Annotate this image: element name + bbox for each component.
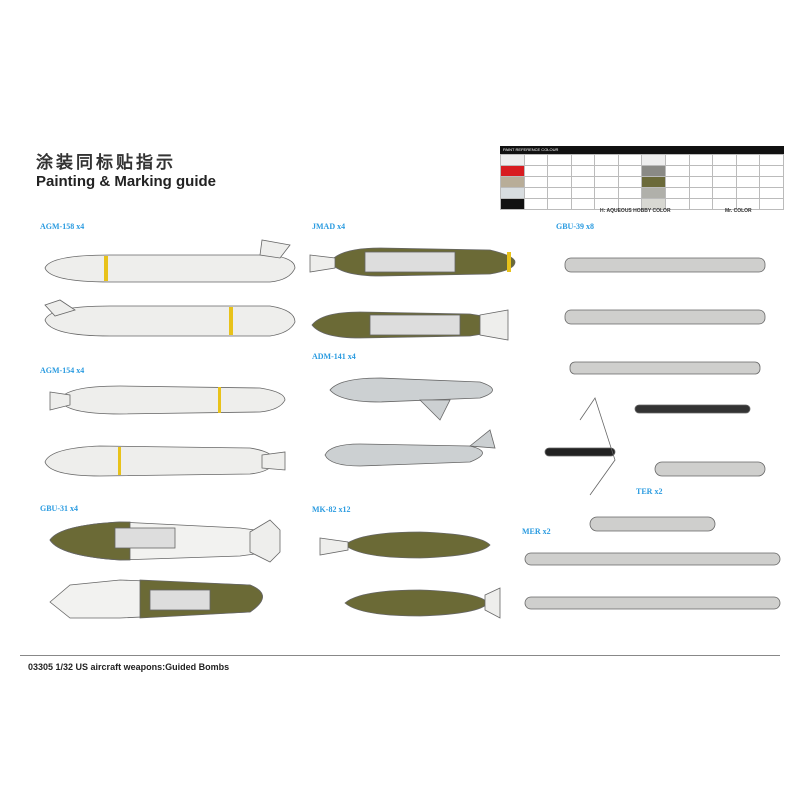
title-chinese: 涂装同标贴指示 [36,153,176,172]
footer-caption: 03305 1/32 US aircraft weapons:Guided Bo… [28,662,230,672]
label-gbu31: GBU-31 x4 [40,504,78,513]
label-adm141: ADM-141 x4 [312,352,356,361]
gbu39-drawing [544,257,766,496]
agm158-drawing [44,239,296,337]
paint-table-grid [500,154,784,210]
page-title: Painting & Marking guide [36,173,217,190]
label-ter: TER x2 [636,487,663,496]
label-jmad: JMAD x4 [312,222,346,231]
label-agm154: AGM-154 x4 [40,366,85,375]
legend-aqueous: H: AQUEOUS HOBBY COLOR [600,208,671,214]
ter-mer-drawing [524,461,781,610]
legend-mr-color: Mr. COLOR [725,208,752,214]
adm141-drawing [324,377,496,467]
frame-line [20,655,780,656]
label-agm158: AGM-158 x4 [40,222,85,231]
mk82-drawing [319,531,501,619]
label-gbu39: GBU-39 x8 [556,222,594,231]
paint-reference-table: PAINT REFERENCE COLOUR [500,146,784,210]
jmad-drawing [309,247,516,341]
gbu31-drawing [49,519,281,619]
agm154-drawing [44,385,286,477]
label-mk82: MK-82 x12 [312,505,351,514]
paint-table-header: PAINT REFERENCE COLOUR [500,146,784,154]
label-mer: MER x2 [522,527,551,536]
